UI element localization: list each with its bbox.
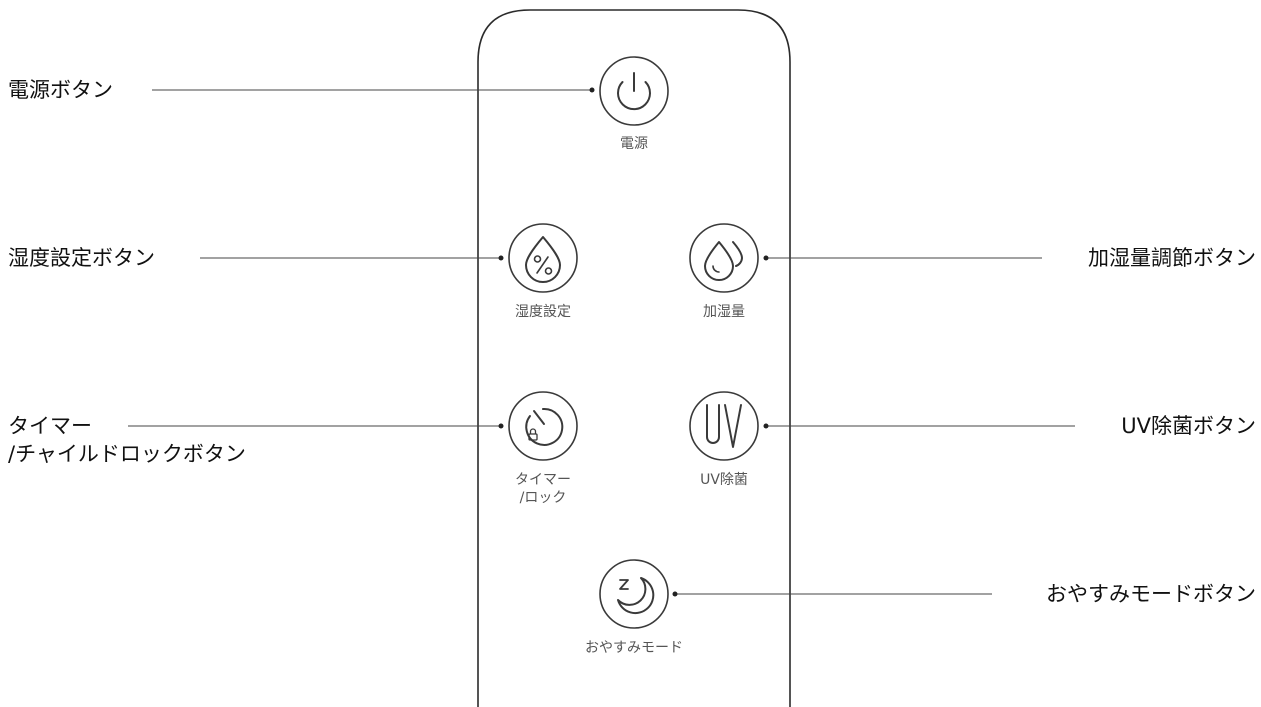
uv-icon	[706, 404, 742, 448]
humidity-setting-button-label: 湿度設定	[515, 304, 571, 320]
leader-dot-uv	[763, 423, 769, 429]
leader-dot-humidify-amount	[763, 255, 769, 261]
moon-z-icon	[617, 577, 655, 615]
droplet-percent-icon	[525, 236, 561, 283]
humidity-setting-button[interactable]	[508, 223, 578, 293]
double-droplet-icon	[704, 241, 743, 281]
timer-lock-icon	[525, 407, 564, 446]
leader-dot-sleep	[672, 591, 678, 597]
sleep-button-label: おやすみモード	[585, 640, 683, 656]
humidify-amount-button-label: 加湿量	[703, 304, 745, 320]
callout-uv: UV除菌ボタン	[1121, 414, 1256, 438]
callout-timer-lock: タイマー /チャイルドロックボタン	[8, 414, 246, 466]
callout-humidify-amount: 加湿量調節ボタン	[1088, 246, 1256, 270]
callout-power: 電源ボタン	[8, 78, 113, 102]
power-button[interactable]	[599, 56, 669, 126]
timer-lock-button[interactable]	[508, 391, 578, 461]
callout-sleep: おやすみモードボタン	[1046, 582, 1256, 606]
leader-dot-humidity-setting	[498, 255, 504, 261]
timer-lock-button-label: タイマー /ロック	[515, 472, 571, 506]
power-icon	[617, 72, 651, 111]
sleep-button[interactable]	[599, 559, 669, 629]
remote-outline	[477, 9, 791, 707]
callout-humidity-setting: 湿度設定ボタン	[8, 246, 155, 270]
humidify-amount-button[interactable]	[689, 223, 759, 293]
leader-dot-timer-lock	[498, 423, 504, 429]
leader-dot-power	[589, 87, 595, 93]
power-button-label: 電源	[620, 136, 648, 152]
uv-button-label: UV除菌	[700, 472, 748, 488]
uv-button[interactable]	[689, 391, 759, 461]
